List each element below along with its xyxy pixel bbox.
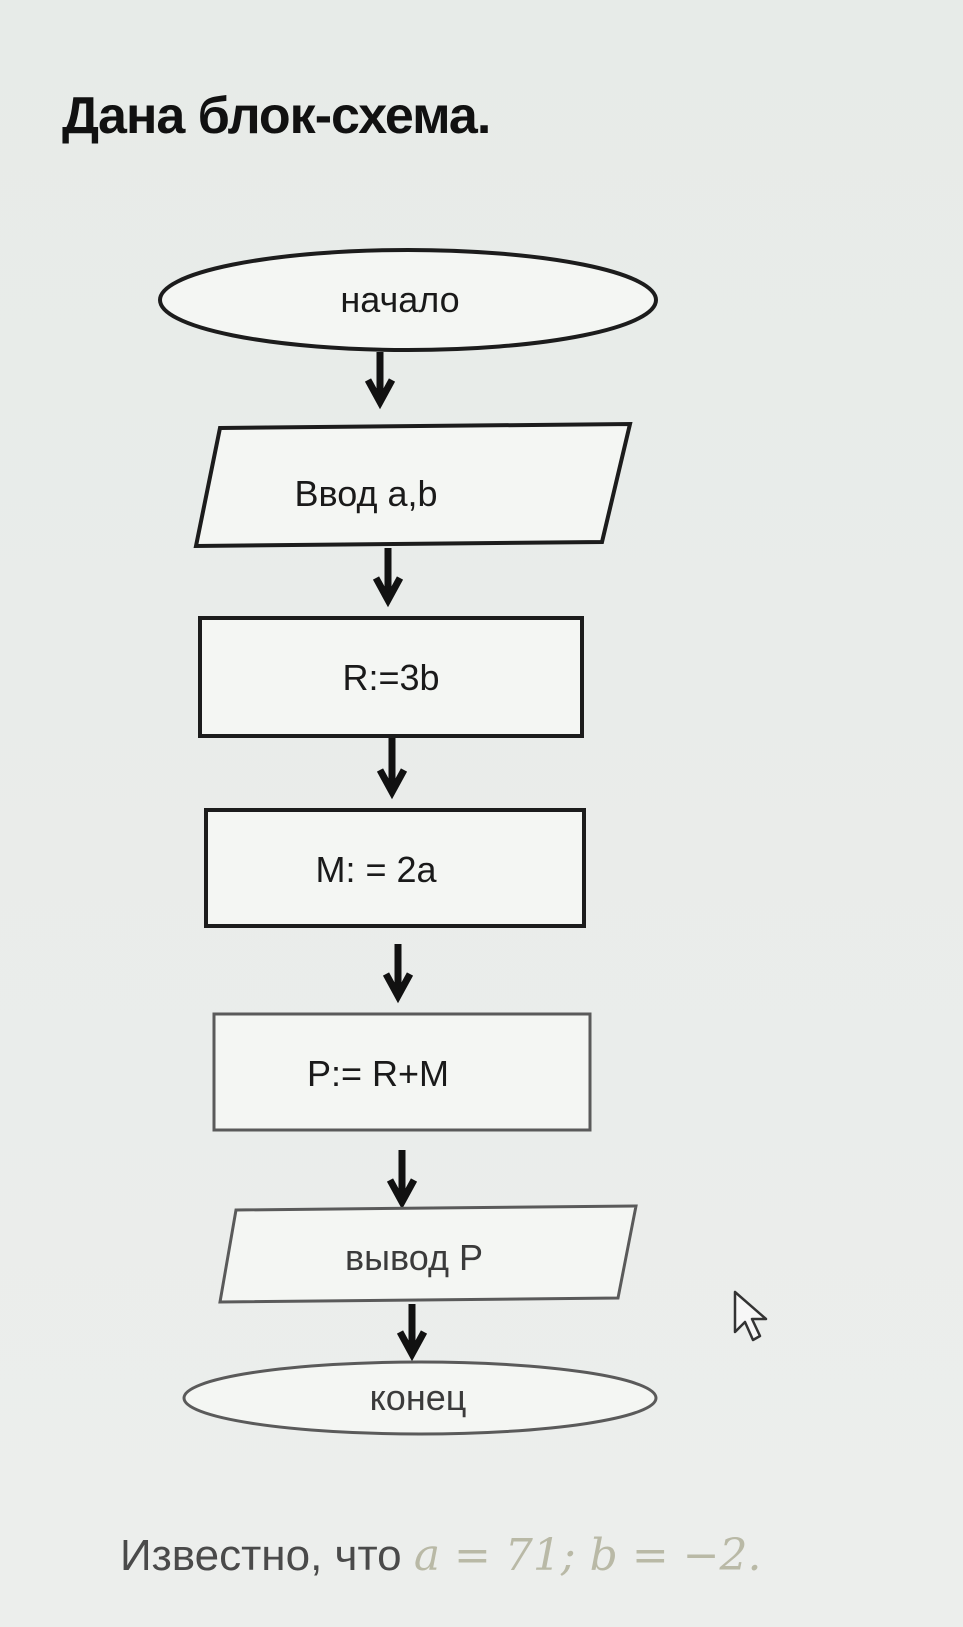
- edge-arrowhead: [364, 378, 396, 410]
- node-start-label: начало: [340, 279, 459, 320]
- node-assign-p-label: P:= R+M: [307, 1053, 449, 1094]
- node-start: начало: [158, 248, 658, 352]
- mouse-pointer-icon: [733, 1290, 769, 1347]
- output-parallelogram: [218, 1204, 638, 1304]
- condition-prefix: Известно, что: [120, 1531, 414, 1580]
- edge-start-input: [364, 352, 396, 410]
- start-ellipse: [158, 248, 658, 352]
- node-end: конец: [182, 1360, 658, 1436]
- node-assign-m: M: = 2a: [204, 808, 586, 928]
- node-assign-m-label: M: = 2a: [315, 849, 437, 890]
- node-assign-p: P:= R+M: [212, 1012, 592, 1132]
- edge-p-output: [386, 1150, 418, 1210]
- assign-m-rect: [204, 808, 586, 928]
- assign-r-rect: [198, 616, 584, 738]
- edge-input-r: [372, 548, 404, 608]
- page-title: Дана блок-схема.: [62, 87, 491, 145]
- node-assign-r: R:=3b: [198, 616, 584, 738]
- condition-values: a = 71; b = −2.: [413, 1530, 762, 1581]
- node-input: Ввод a,b: [193, 421, 633, 549]
- edge-m-p: [382, 944, 414, 1004]
- problem-condition: Известно, что a = 71; b = −2.: [120, 1530, 762, 1581]
- input-parallelogram: [193, 421, 633, 549]
- edge-arrowhead: [386, 1178, 418, 1210]
- edge-r-m: [376, 738, 408, 800]
- edge-arrowhead: [382, 972, 414, 1004]
- node-assign-r-label: R:=3b: [342, 657, 439, 698]
- edge-arrowhead: [396, 1330, 428, 1362]
- edge-output-end: [396, 1304, 428, 1362]
- node-input-label: Ввод a,b: [294, 473, 437, 514]
- assign-p-rect: [212, 1012, 592, 1132]
- node-output: вывод P: [218, 1204, 638, 1304]
- edge-arrowhead: [376, 768, 408, 800]
- edge-arrowhead: [372, 576, 404, 608]
- end-ellipse: [182, 1360, 658, 1436]
- node-output-label: вывод P: [345, 1237, 483, 1278]
- node-end-label: конец: [370, 1377, 467, 1418]
